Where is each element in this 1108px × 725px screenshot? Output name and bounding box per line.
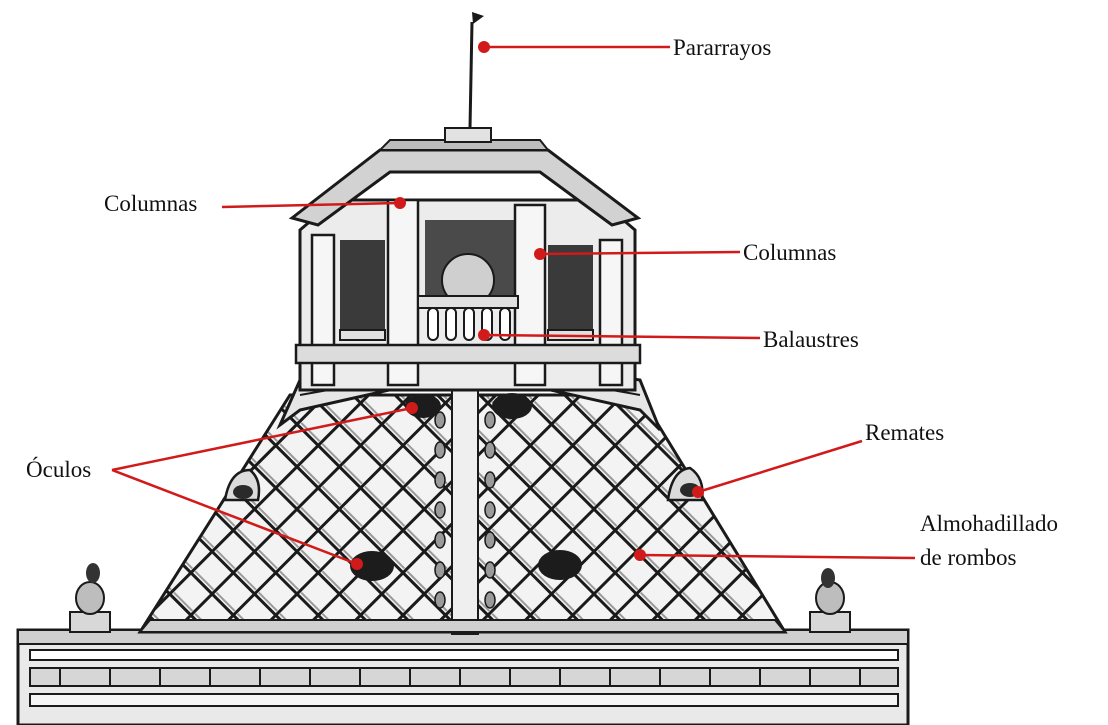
base-cornice — [18, 630, 908, 725]
label-columnas-right: Columnas — [743, 240, 836, 265]
label-almohadillado-line1: Almohadillado — [920, 511, 1058, 536]
label-pararrayos: Pararrayos — [673, 35, 771, 60]
label-balaustres: Balaustres — [763, 327, 859, 352]
cornice-finial-left — [70, 563, 110, 632]
annotation-pararrayos: Pararrayos — [478, 35, 771, 60]
oculus-upper-right — [492, 393, 532, 419]
remate-left — [225, 470, 259, 500]
oculus-lower-right — [538, 550, 582, 580]
cornice-finial-right — [810, 568, 850, 632]
label-columnas-left: Columnas — [104, 191, 197, 216]
lantern — [296, 200, 640, 390]
label-almohadillado-line2: de rombos — [920, 545, 1017, 570]
pyramid-roof — [140, 372, 785, 634]
cupola-illustration — [18, 12, 908, 725]
label-remates: Remates — [865, 420, 944, 445]
lightning-rod — [470, 12, 484, 128]
annotation-remates: Remates — [692, 420, 944, 498]
label-oculos: Óculos — [26, 456, 91, 482]
